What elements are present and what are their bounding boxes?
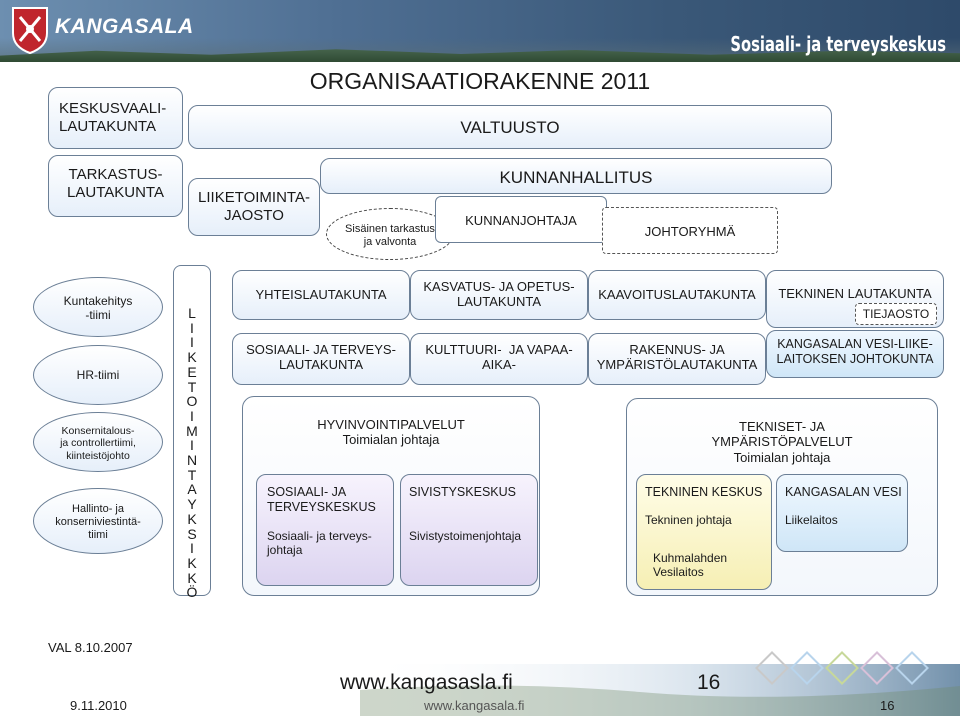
- vertical-letter: L: [188, 305, 196, 321]
- kasvatuslautakunta-label: KASVATUS- JA OPETUS- LAUTAKUNTA: [423, 279, 575, 310]
- sisainen-tarkastus-label: Sisäinen tarkastus ja valvonta: [345, 223, 435, 248]
- coat-of-arms-icon: [12, 7, 48, 55]
- vertical-letter: T: [187, 378, 197, 395]
- tarkastuslautakunta-box: TARKASTUS- LAUTAKUNTA: [48, 155, 183, 217]
- valtuusto-box: VALTUUSTO: [188, 105, 832, 149]
- vertical-letter: K: [187, 510, 197, 527]
- tekninen-lautakunta-label: TEKNINEN LAUTAKUNTA: [778, 286, 932, 301]
- konsernitalous-tiimi-label: Konsernitalous- ja controllertiimi, kiin…: [60, 425, 136, 462]
- sosiaali-terveyskeskus-box: SOSIAALI- JA TERVEYSKESKUS Sosiaali- ja …: [256, 474, 394, 586]
- kaavoituslautakunta-label: KAAVOITUSLAUTAKUNTA: [598, 287, 756, 302]
- kunnanhallitus-box: KUNNANHALLITUS: [320, 158, 832, 194]
- vertical-letter: I: [190, 437, 194, 454]
- vertical-letter: K: [187, 554, 197, 571]
- rakennuslautakunta-label: RAKENNUS- JA YMPÄRISTÖLAUTAKUNTA: [596, 342, 758, 373]
- val-date: VAL 8.10.2007: [48, 640, 133, 655]
- kaavoituslautakunta-box: KAAVOITUSLAUTAKUNTA: [588, 270, 766, 320]
- sosiaali-terveyslautakunta-box: SOSIAALI- JA TERVEYS- LAUTAKUNTA: [232, 333, 410, 385]
- kunnanhallitus-label: KUNNANHALLITUS: [499, 168, 653, 187]
- kulttuurilautakunta-label: KULTTUURI- JA VAPAA- AIKA-: [425, 342, 573, 373]
- sosiaali-terveyslautakunta-label: SOSIAALI- JA TERVEYS- LAUTAKUNTA: [246, 342, 396, 373]
- vertical-letter: N: [186, 452, 198, 469]
- page-title: ORGANISAATIORAKENNE 2011: [309, 68, 651, 94]
- liikelaitos-label: Liikelaitos: [785, 513, 838, 527]
- footer-page: 16: [697, 671, 721, 694]
- yhteislautakunta-label: YHTEISLAUTAKUNTA: [255, 287, 387, 302]
- johtoryhma-label: JOHTORYHMÄ: [644, 224, 736, 239]
- sosiaali-terveyskeskus-label: SOSIAALI- JA TERVEYSKESKUS: [267, 485, 376, 514]
- vertical-letter: Ö: [186, 584, 198, 601]
- liiketoimintajaosto-box: LIIKETOIMINTA- JAOSTO: [188, 178, 320, 236]
- kasvatuslautakunta-box: KASVATUS- JA OPETUS- LAUTAKUNTA: [410, 270, 588, 320]
- tekniset-palvelut-title: TEKNISET- JA YMPÄRISTÖPALVELUT Toimialan…: [711, 419, 853, 465]
- kulttuurilautakunta-box: KULTTUURI- JA VAPAA- AIKA-: [410, 333, 588, 385]
- hallinto-tiimi-label: Hallinto- ja konserniviestintä- tiimi: [55, 503, 141, 541]
- header-banner: KANGASALA Sosiaali- ja terveyskeskus: [0, 0, 960, 62]
- brand-name: KANGASALA: [55, 15, 194, 38]
- sivistyskeskus-label: SIVISTYSKESKUS: [409, 485, 516, 499]
- liiketoimintajaosto-label: LIIKETOIMINTA- JAOSTO: [198, 189, 310, 224]
- valtuusto-label: VALTUUSTO: [460, 118, 560, 137]
- vertical-letter: O: [186, 393, 198, 410]
- rakennuslautakunta-box: RAKENNUS- JA YMPÄRISTÖLAUTAKUNTA: [588, 333, 766, 385]
- footer-decoration: [360, 664, 960, 716]
- kunnanjohtaja-box: KUNNANJOHTAJA: [435, 196, 607, 243]
- kuhmalahden-vesilaitos-label: Kuhmalahden Vesilaitos: [653, 551, 728, 580]
- kangasalan-vesi-label: KANGASALAN VESI: [785, 485, 902, 499]
- tiejaosto-box: TIEJAOSTO: [855, 303, 937, 325]
- sisainen-tarkastus-ellipse: Sisäinen tarkastus ja valvonta: [326, 208, 454, 260]
- vertical-letter: K: [187, 569, 197, 586]
- sivistystoimenjohtaja-label: Sivistystoimenjohtaja: [409, 529, 522, 543]
- footer-page-ghost: 16: [880, 698, 895, 713]
- vertical-letter: I: [190, 319, 194, 336]
- vertical-letter: I: [190, 334, 194, 351]
- vertical-letter: I: [190, 407, 194, 424]
- hr-tiimi: HR-tiimi: [33, 345, 163, 405]
- vertical-letter: E: [187, 363, 197, 380]
- vertical-letter: T: [187, 466, 197, 483]
- konsernitalous-tiimi: Konsernitalous- ja controllertiimi, kiin…: [33, 412, 163, 472]
- vertical-letter: I: [190, 540, 194, 557]
- footer-date: 9.11.2010: [70, 698, 127, 713]
- vertical-letter: A: [187, 481, 197, 498]
- hr-tiimi-label: HR-tiimi: [76, 368, 120, 382]
- hyvinvointipalvelut-title: HYVINVOINTIPALVELUT Toimialan johtaja: [317, 417, 465, 448]
- unit-name: Sosiaali- ja terveyskeskus: [730, 32, 946, 56]
- tekninen-johtaja-label: Tekninen johtaja: [645, 513, 732, 527]
- tarkastuslautakunta-label: TARKASTUS- LAUTAKUNTA: [67, 166, 164, 201]
- vertical-letter: K: [187, 349, 197, 366]
- footer-url: www.kangasasla.fi: [340, 671, 513, 694]
- kuntakehitys-tiimi: Kuntakehitys -tiimi: [33, 277, 163, 337]
- keskusvaalilautakunta-box: KESKUSVAALI- LAUTAKUNTA: [48, 87, 183, 149]
- sosiaali-terveysjohtaja-label: Sosiaali- ja terveys- johtaja: [267, 529, 372, 558]
- vesiliikelaitos-johtokunta-box: KANGASALAN VESI-LIIKE- LAITOKSEN JOHTOKU…: [766, 330, 944, 378]
- yhteislautakunta-box: YHTEISLAUTAKUNTA: [232, 270, 410, 320]
- vertical-letter: M: [186, 422, 198, 439]
- kangasalan-vesi-box: KANGASALAN VESI Liikelaitos: [776, 474, 908, 552]
- kuntakehitys-tiimi-label: Kuntakehitys -tiimi: [63, 294, 133, 323]
- sivistyskeskus-box: SIVISTYSKESKUS Sivistystoimenjohtaja: [400, 474, 538, 586]
- tiejaosto-label: TIEJAOSTO: [862, 307, 930, 321]
- kunnanjohtaja-label: KUNNANJOHTAJA: [465, 213, 577, 228]
- vesiliikelaitos-johtokunta-label: KANGASALAN VESI-LIIKE- LAITOKSEN JOHTOKU…: [776, 337, 934, 366]
- hallinto-tiimi: Hallinto- ja konserniviestintä- tiimi: [33, 488, 163, 554]
- johtoryhma-box: JOHTORYHMÄ: [602, 207, 778, 254]
- vertical-letter: Y: [187, 496, 197, 513]
- tekninen-keskus-label: TEKNINEN KESKUS: [645, 485, 763, 499]
- vertical-letter: S: [187, 525, 197, 542]
- keskusvaalilautakunta-label: KESKUSVAALI- LAUTAKUNTA: [59, 100, 167, 135]
- tekninen-keskus-box: TEKNINEN KESKUS Tekninen johtaja Kuhmala…: [636, 474, 772, 590]
- footer-url-ghost: www.kangasala.fi: [424, 698, 525, 713]
